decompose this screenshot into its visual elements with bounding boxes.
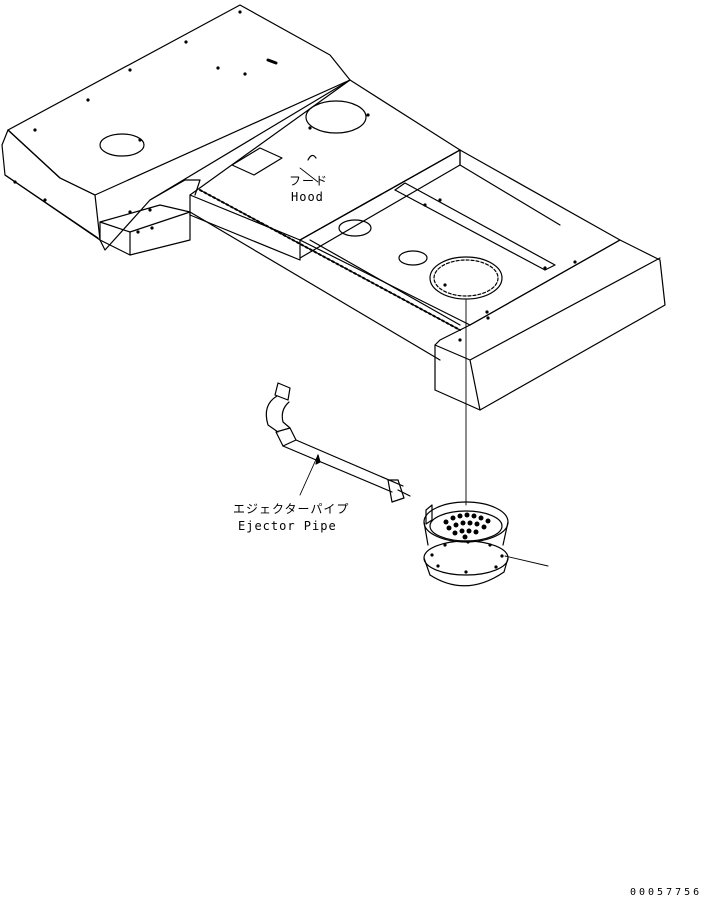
screen-leader-line [504,555,549,567]
hood-label-jp: フード [289,174,328,188]
hood-opening-top [305,100,367,134]
hood-opening-right-1 [338,219,372,237]
ejector-label-jp: エジェクターパイプ [233,502,349,516]
hood-assembly [1,4,666,411]
hood-label-en: Hood [291,190,324,204]
drawing-number: 00057756 [630,887,702,898]
hood-middle-top [189,79,461,241]
ejector-leader-line [299,454,319,496]
hood-opening-right-3 [433,259,499,297]
hood-access-hatch [231,147,283,176]
hood-right-endcap [434,239,666,411]
hood-bolts [13,10,577,342]
hood-opening-left [99,133,145,157]
ejector-label-en: Ejector Pipe [238,519,337,533]
hood-leader-line [299,167,319,183]
hood-left-top [7,4,351,196]
screen-mesh [443,512,491,540]
hood-opening-right-2 [398,250,428,266]
exhaust-screen [423,501,509,587]
hood-left-endcap [99,204,191,256]
screen-flange [423,540,509,576]
ejector-pipe [265,382,411,503]
